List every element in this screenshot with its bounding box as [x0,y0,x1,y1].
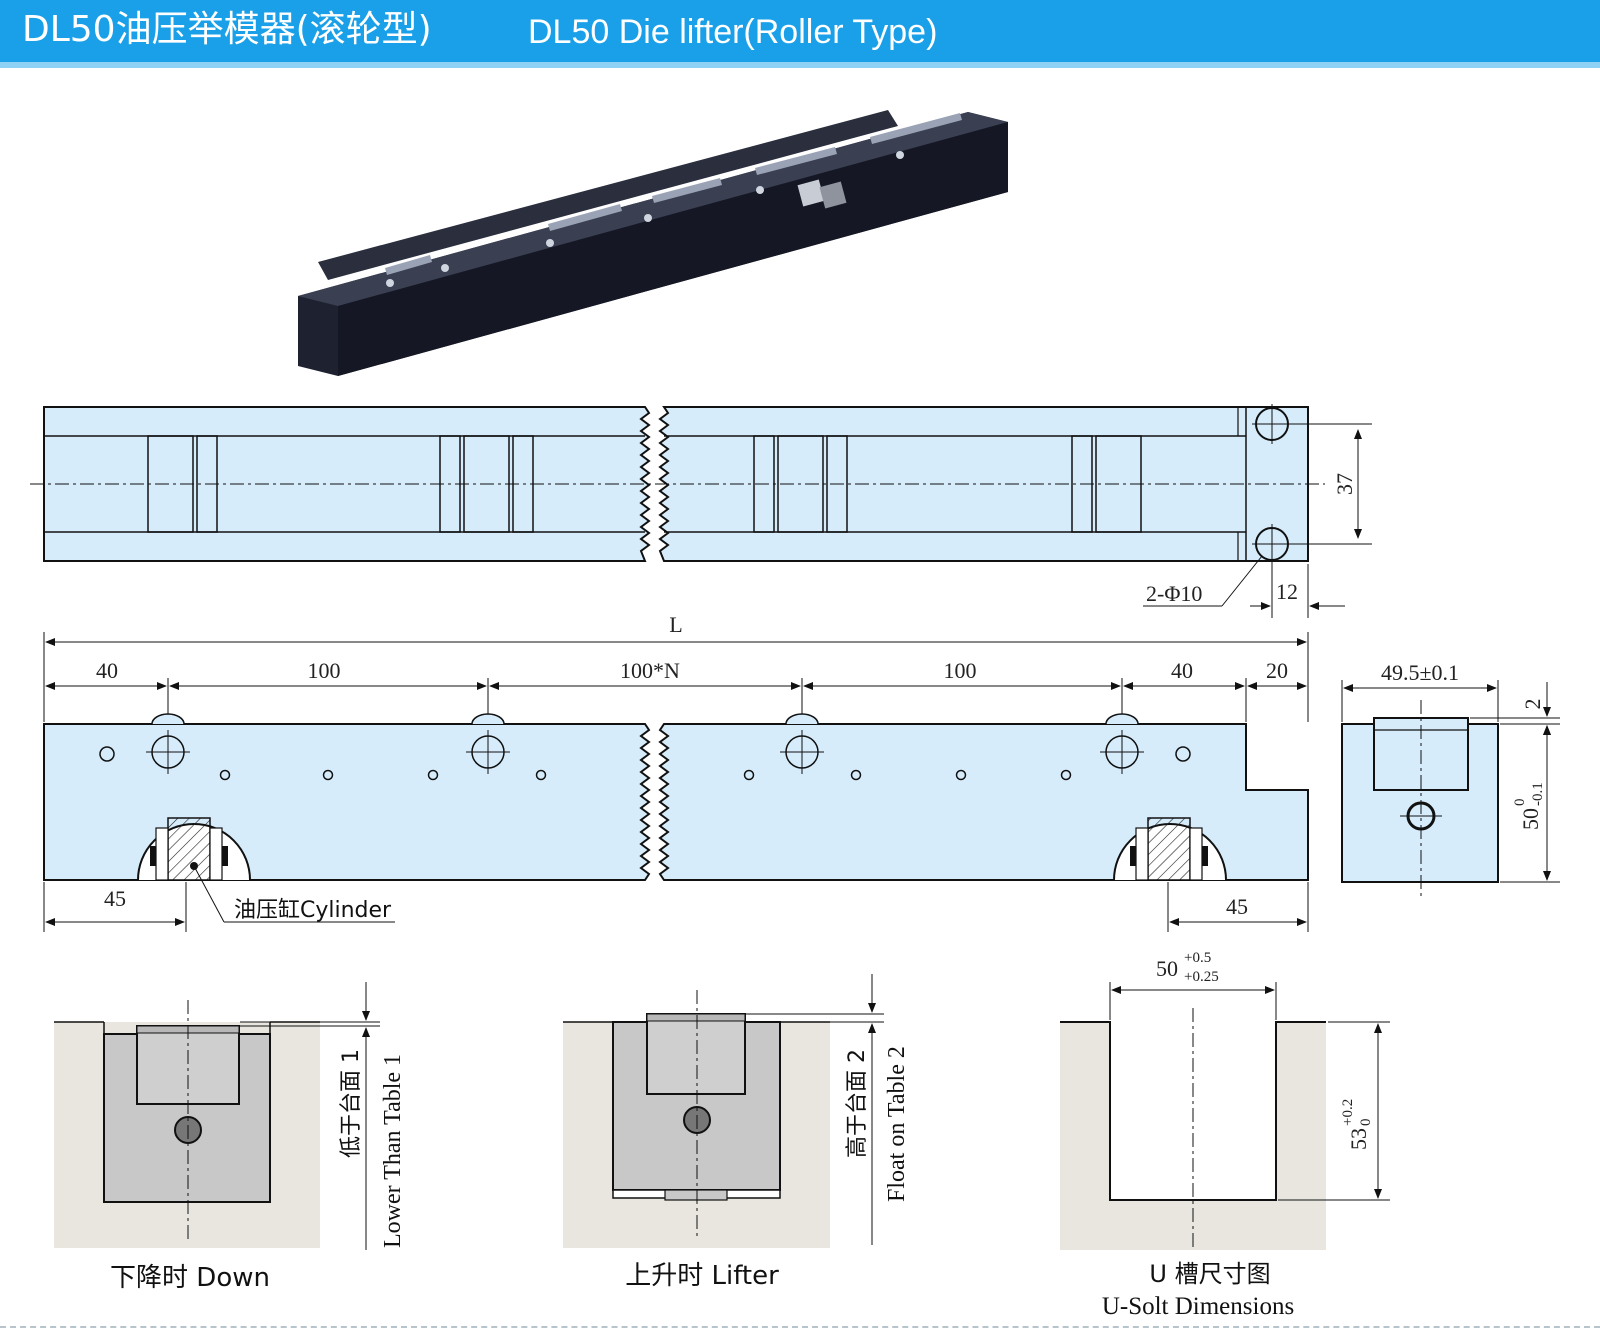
dim-end-height-tol-upper: 0 [1512,799,1528,807]
dim-pitch-4: 100 [944,658,977,683]
u-slot-view: 50 +0.5 +0.25 53 +0.2 0 U 槽尺寸图 U-Solt Di… [1060,950,1390,1320]
cylinder-section-right [1113,817,1227,881]
dim-hole-diameter: 2-Φ10 [1146,581,1202,606]
top-view: 37 2-Φ10 12 [30,404,1372,618]
u-dim-depth: 53 [1346,1128,1371,1150]
dim-37: 37 [1332,473,1357,495]
dim-pitch-1: 40 [96,658,118,683]
product-photo [298,110,1008,376]
cylinder-section-left [137,817,251,881]
u-dim-depth-tol-lower: 0 [1358,1119,1374,1127]
down-label-en: Lower Than Table 1 [380,1054,406,1248]
end-view: 49.5±0.1 2 50 0 -0.1 [1341,660,1560,900]
u-dim-width: 50 [1156,956,1178,981]
u-dim-depth-tol-upper: +0.2 [1340,1099,1356,1126]
dim-pitch-6: 20 [1266,658,1288,683]
lift-label-en: Float on Table 2 [884,1046,910,1202]
lift-label-cn: 高于台面 2 [845,1049,870,1158]
u-caption-cn: U 槽尺寸图 [1149,1260,1270,1288]
title-english: DL50 Die lifter(Roller Type) [528,13,938,51]
dim-end-width: 49.5±0.1 [1381,660,1459,685]
dim-end-height-tol-lower: -0.1 [1530,782,1546,806]
title-chinese: DL50油压举模器(滚轮型) [22,9,432,50]
dim-pitch-5: 40 [1171,658,1193,683]
dim-cyl-right: 45 [1226,894,1248,919]
dim-end-height: 50 [1518,808,1543,830]
lift-caption: 上升时 Lifter [625,1261,779,1291]
u-dim-width-tol-upper: +0.5 [1184,950,1211,966]
u-dim-width-tol-lower: +0.25 [1184,969,1219,985]
u-caption-en: U-Solt Dimensions [1102,1293,1294,1320]
bottom-divider [0,1326,1600,1328]
dim-cyl-left: 45 [104,886,126,911]
dim-end-top: 2 [1520,699,1545,710]
down-label-cn: 低于台面 1 [339,1049,364,1158]
state-down-view: 低于台面 1 Lower Than Table 1 下降时 Down [54,982,406,1293]
header-underline [0,62,1600,68]
side-view: L 40 100 100*N 100 40 20 [43,612,1309,932]
cylinder-label: 油压缸Cylinder [234,898,392,923]
dim-12: 12 [1276,579,1298,604]
dim-pitch-3: 100*N [620,658,680,683]
header-bar [0,0,1600,62]
state-lift-view: 高于台面 2 Float on Table 2 上升时 Lifter [563,974,910,1291]
dim-L: L [669,612,682,637]
dim-pitch-2: 100 [308,658,341,683]
down-caption: 下降时 Down [110,1263,270,1293]
